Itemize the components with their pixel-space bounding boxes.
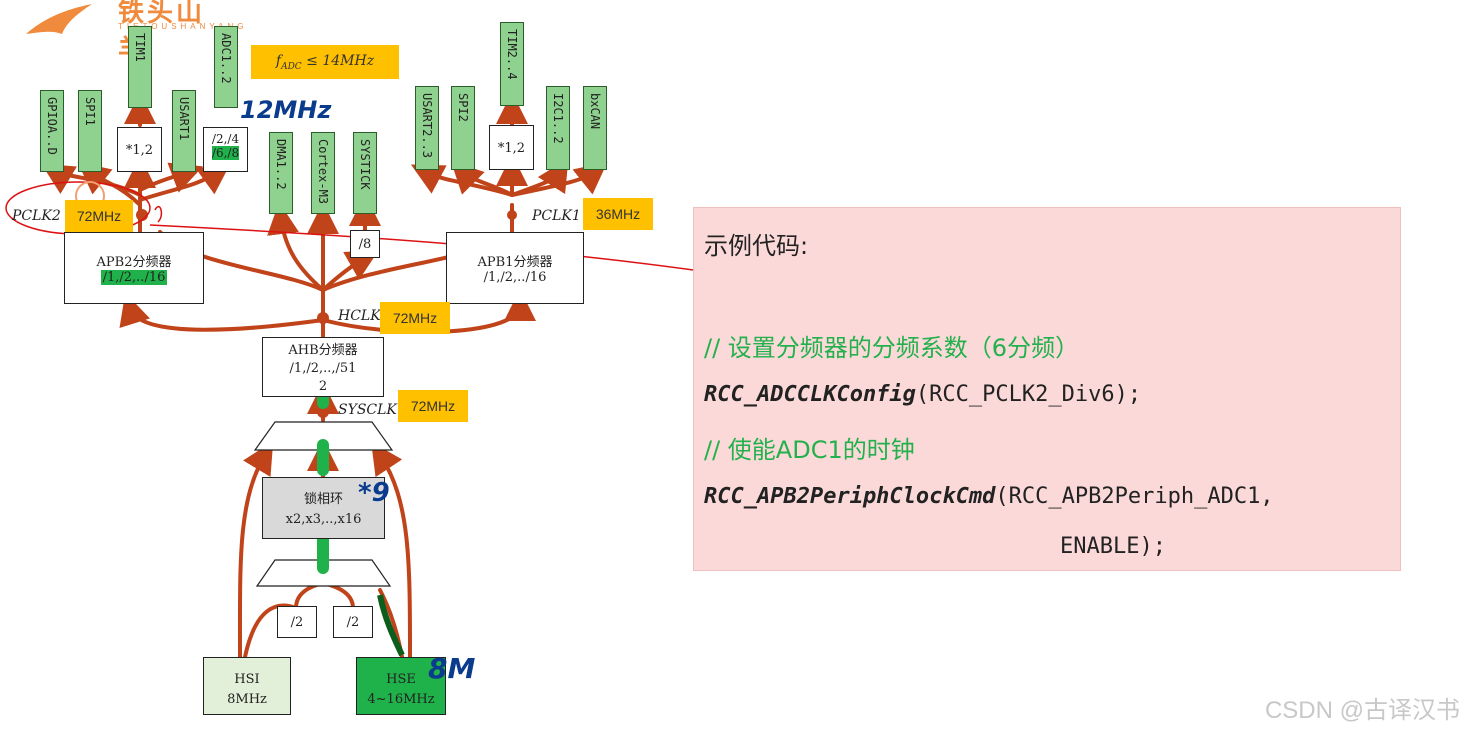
hse-freq: 4~16MHz <box>367 692 435 707</box>
hse-name: HSE <box>386 672 416 687</box>
code-args-1: (RCC_PCLK2_Div6); <box>915 382 1142 407</box>
hsi-freq: 8MHz <box>227 692 267 707</box>
hsi-oscillator: HSI 8MHz <box>203 657 291 715</box>
hsi-name: HSI <box>234 672 260 687</box>
handwritten-8m: 8M <box>428 652 476 685</box>
brand-logo: 铁头山羊 TIETOUSHANYANG <box>22 0 244 65</box>
code-line-1: RCC_ADCCLKConfig(RCC_PCLK2_Div6); <box>704 382 1141 407</box>
sysclk-label: SYSCLK <box>338 402 397 418</box>
pclk2-label: PCLK2 <box>12 208 61 224</box>
hclk-label: HCLK <box>338 308 381 324</box>
usart23-box: USART2..3 <box>415 86 439 170</box>
adc-div-line1: /2,/4 <box>211 132 240 146</box>
spi1-box: SPI1 <box>78 90 102 172</box>
ahb-prescaler: AHB分频器 /1,/2,..,/51 2 <box>262 337 384 397</box>
goat-logo-icon <box>26 4 92 34</box>
sysclk-freq-tag: 72MHz <box>398 390 468 422</box>
code-fn-2: RCC_APB2PeriphClockCmd <box>704 484 996 509</box>
ahb-title: AHB分频器 <box>288 343 358 358</box>
apb1-title: APB1分频器 <box>477 255 553 270</box>
code-fn-1: RCC_ADCCLKConfig <box>704 382 916 407</box>
adc-div-selected: /6,/8 <box>211 146 240 160</box>
csdn-watermark: CSDN @古译汉书 <box>1264 697 1460 724</box>
systick-divider: /8 <box>350 230 380 258</box>
usart1-box: USART1 <box>172 90 196 172</box>
tim24-box: TIM2..4 <box>500 22 524 106</box>
code-args-2: (RCC_APB2Periph_ADC1, <box>995 484 1274 509</box>
pll-title: 锁相环 <box>303 492 343 507</box>
adc-limit-sub: ADC <box>281 61 302 72</box>
apb2-prescaler: APB2分频器 /1,/2,../16 <box>64 232 204 304</box>
spi2-box: SPI2 <box>451 86 475 170</box>
pclk1-label: PCLK1 <box>532 208 581 224</box>
tim24-multiplier-box: *1,2 <box>489 125 534 170</box>
code-comment-1: // 设置分频器的分频系数（6分频） <box>704 334 1080 362</box>
adc-limit-tag: fADC ≤ 14MHz <box>251 45 399 79</box>
tim1-box: TIM1 <box>128 26 152 108</box>
code-line-2: RCC_APB2PeriphClockCmd(RCC_APB2Periph_AD… <box>704 484 1274 509</box>
logo-subtitle: TIETOUSHANYANG <box>118 22 248 31</box>
ahb-divs-line1: /1,/2,..,/51 <box>289 361 357 376</box>
hse-divider: /2 <box>333 606 373 638</box>
hclk-freq-tag: 72MHz <box>380 302 450 334</box>
systick-box: SYSTICK <box>353 132 377 214</box>
adc-box: ADC1..2 <box>214 26 238 108</box>
handwritten-x9: *9 <box>358 478 390 508</box>
pll-mult: x2,x3,..,x16 <box>285 512 362 527</box>
hse-oscillator: HSE 4~16MHz <box>356 657 446 715</box>
adc-prescaler-box: /2,/4 /6,/8 <box>203 127 248 172</box>
apb2-divs: /1,/2,../16 <box>65 270 203 285</box>
pll-box: 锁相环 x2,x3,..,x16 <box>262 477 385 539</box>
ahb-divs-line2: 2 <box>318 379 328 394</box>
tim1-multiplier-box: *1,2 <box>117 127 162 172</box>
pclk2-freq-tag: 72MHz <box>65 200 133 232</box>
handwritten-12mhz: 12MHz <box>240 96 332 124</box>
pclk1-freq-tag: 36MHz <box>583 198 653 230</box>
code-line-3: ENABLE); <box>1060 534 1166 559</box>
apb2-divs-text: /1,/2,../16 <box>100 270 168 285</box>
adc-limit-rest: ≤ 14MHz <box>301 52 375 69</box>
code-panel: 示例代码: // 设置分频器的分频系数（6分频） RCC_ADCCLKConfi… <box>693 207 1401 571</box>
dma-box: DMA1..2 <box>269 132 293 214</box>
gpio-box: GPIOA..D <box>40 90 64 172</box>
code-comment-2: // 使能ADC1的时钟 <box>704 436 915 464</box>
adc-div-line2: /6,/8 <box>204 146 247 160</box>
cortex-box: Cortex-M3 <box>311 132 335 214</box>
i2c-box: I2C1..2 <box>546 86 570 170</box>
bxcan-box: bxCAN <box>583 86 607 170</box>
code-title: 示例代码: <box>704 232 809 260</box>
apb2-title: APB2分频器 <box>96 255 172 270</box>
hsi-divider: /2 <box>277 606 317 638</box>
adc-limit-f: f <box>275 52 282 69</box>
apb1-divs: /1,/2,../16 <box>483 270 547 285</box>
apb1-prescaler: APB1分频器 /1,/2,../16 <box>446 232 584 304</box>
